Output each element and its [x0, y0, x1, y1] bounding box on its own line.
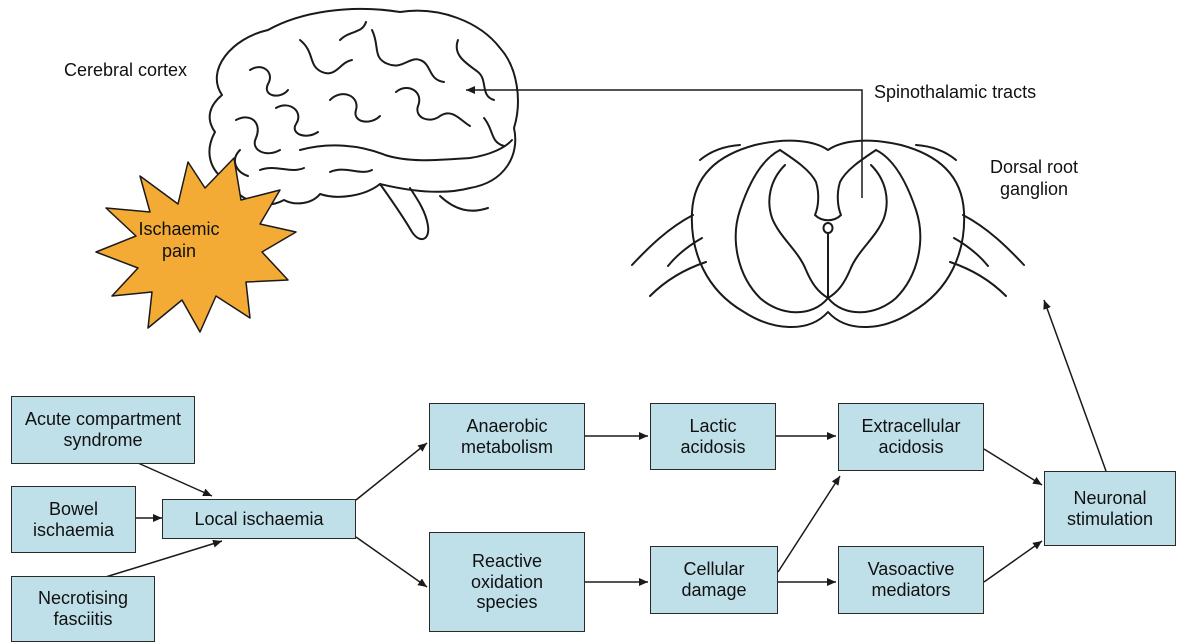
dorsal-root-ganglion-label: Dorsal root ganglion [990, 157, 1078, 200]
arrow-vasoactive-to-neuronal [984, 541, 1042, 582]
arrow-neuronal-to-spinal [1044, 300, 1106, 471]
box-cellular-damage-text: Cellular damage [681, 559, 746, 600]
box-local-ischaemia-text: Local ischaemia [194, 509, 323, 530]
box-acute-compartment-syndrome-text: Acute compartment syndrome [25, 409, 181, 450]
box-extracellular-acidosis-text: Extracellular acidosis [861, 416, 960, 457]
box-vasoactive-mediators: Vasoactive mediators [838, 546, 984, 614]
box-bowel-ischaemia: Bowel ischaemia [11, 486, 136, 553]
box-local-ischaemia: Local ischaemia [162, 499, 356, 539]
box-lactic-acidosis-text: Lactic acidosis [680, 416, 745, 457]
box-vasoactive-mediators-text: Vasoactive mediators [868, 559, 955, 600]
box-necrotising-fasciitis: Necrotising fasciitis [11, 576, 155, 642]
arrow-local-to-reactive [356, 537, 427, 587]
box-bowel-ischaemia-text: Bowel ischaemia [33, 499, 114, 540]
box-neuronal-stimulation-text: Neuronal stimulation [1067, 488, 1153, 529]
arrow-cellular-to-extracellular [778, 476, 840, 572]
box-reactive-oxidation-species-text: Reactive oxidation species [471, 551, 543, 613]
cerebral-cortex-label: Cerebral cortex [64, 60, 187, 82]
box-lactic-acidosis: Lactic acidosis [650, 403, 776, 470]
ischaemic-pain-label: Ischaemic pain [124, 219, 234, 262]
box-extracellular-acidosis: Extracellular acidosis [838, 403, 984, 471]
box-acute-compartment-syndrome: Acute compartment syndrome [11, 396, 195, 464]
box-reactive-oxidation-species: Reactive oxidation species [429, 532, 585, 632]
box-cellular-damage: Cellular damage [650, 546, 778, 614]
spinal-cord-illustration [632, 141, 1024, 327]
box-anaerobic-metabolism: Anaerobic metabolism [429, 403, 585, 470]
spinothalamic-tracts-label: Spinothalamic tracts [874, 82, 1036, 104]
spinothalamic-pathway-arrow [466, 90, 862, 198]
arrow-acute-to-local [138, 463, 212, 496]
arrow-extracellular-to-neuronal [984, 449, 1042, 485]
box-neuronal-stimulation: Neuronal stimulation [1044, 471, 1176, 546]
arrow-local-to-anaerobic [356, 443, 427, 500]
box-necrotising-fasciitis-text: Necrotising fasciitis [38, 588, 128, 629]
box-anaerobic-metabolism-text: Anaerobic metabolism [461, 416, 553, 457]
